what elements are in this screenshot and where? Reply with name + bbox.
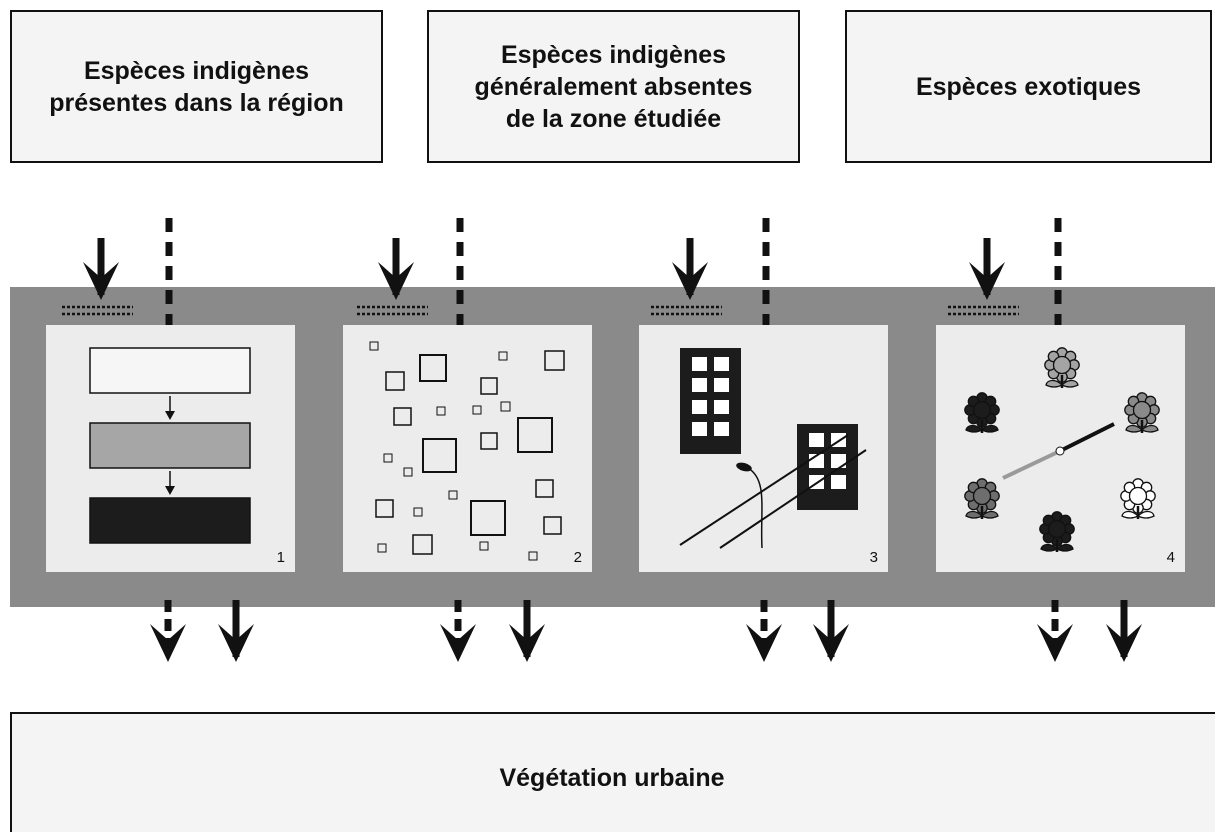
urban-vegetation-label: Végétation urbaine	[499, 764, 725, 792]
output-arrow-4	[1106, 600, 1142, 662]
output-dashed-arrow-1	[150, 600, 186, 662]
output-dashed-arrow-4	[1037, 600, 1073, 662]
filter-dotted-lines	[62, 305, 1019, 316]
native-absent-species-box: Espèces indigènes généralement absentes …	[427, 10, 800, 163]
panel-2-fragments	[369, 341, 565, 561]
exotic-species-box: Espèces exotiques	[845, 10, 1212, 163]
exotic-species-label: Espèces exotiques	[915, 72, 1142, 101]
panel-3-number: 3	[869, 549, 878, 566]
native-regional-species-label: Espèces indigènes présentes dans la régi…	[49, 56, 344, 117]
panel-4-number: 4	[1166, 549, 1175, 566]
output-dashed-arrow-3	[746, 600, 782, 662]
panel-1-number: 1	[276, 549, 285, 566]
native-absent-species-label: Espèces indigènes généralement absentes …	[474, 40, 753, 133]
output-arrow-3	[813, 600, 849, 662]
panel-2-number: 2	[573, 549, 582, 566]
panel-1-succession	[89, 347, 251, 544]
input-arrow-1	[83, 238, 119, 300]
output-dashed-arrow-2	[440, 600, 476, 662]
output-arrow-2	[509, 600, 545, 662]
dashed-pass-lines	[165, 218, 1062, 325]
panel-2: 2	[343, 325, 592, 572]
output-arrow-1	[218, 600, 254, 662]
input-arrow-4	[969, 238, 1005, 300]
native-regional-species-box: Espèces indigènes présentes dans la régi…	[10, 10, 383, 163]
input-arrow-3	[672, 238, 708, 300]
input-arrow-2	[378, 238, 414, 300]
diagram-overlay	[62, 218, 1161, 812]
panel-4-exotic-flowers	[963, 346, 1161, 554]
panel-3-urban-scene	[679, 348, 867, 549]
